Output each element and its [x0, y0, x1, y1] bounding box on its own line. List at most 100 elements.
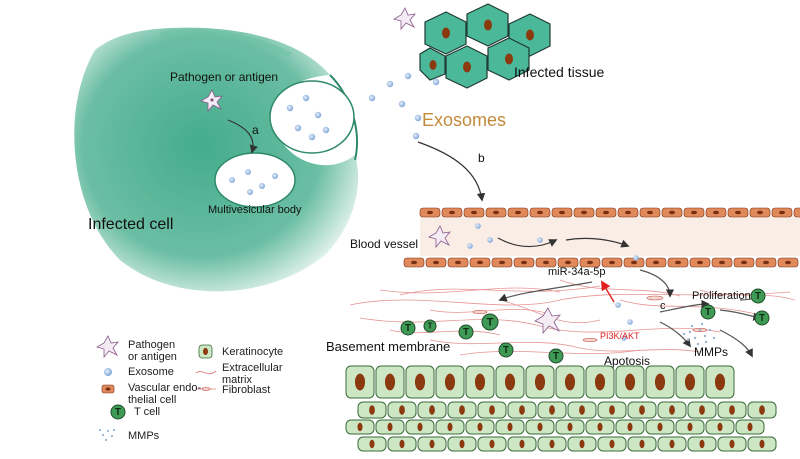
keratinocyte [705, 419, 735, 435]
legend-tcell-label: T cell [134, 406, 161, 418]
keratinocyte [417, 401, 447, 419]
keratinocyte [627, 401, 657, 419]
svg-text:T: T [463, 327, 469, 338]
svg-text:T: T [705, 307, 711, 318]
keratinocyte [435, 419, 465, 435]
keratinocyte [645, 365, 675, 399]
keratinocyte [387, 436, 417, 452]
vascular-endothelial-cell [639, 207, 661, 218]
exocytosis-pocket [269, 80, 355, 154]
keratinocyte [675, 419, 705, 435]
pathogen-label: Pathogen or antigen [170, 70, 279, 84]
svg-text:T: T [487, 317, 494, 329]
t-cell: T [423, 319, 437, 333]
vascular-endothelial-cell [667, 257, 689, 268]
vascular-endothelial-cell [535, 257, 557, 268]
keratinocyte [597, 401, 627, 419]
keratinocyte [525, 419, 555, 435]
legend-exosome-icon [104, 368, 112, 376]
vascular-endothelial-cell [419, 207, 441, 218]
legend-pathogen-line1: Pathogen [128, 339, 176, 351]
vascular-endothelial-cell [793, 207, 800, 218]
legend-fibroblast-label: Fibroblast [222, 384, 271, 396]
keratinocyte [615, 365, 645, 399]
multivesicular-body [214, 152, 296, 208]
keratinocyte [507, 401, 537, 419]
t-cell: T [481, 313, 499, 331]
svg-text:T: T [503, 345, 509, 356]
vascular-endothelial-cell [579, 257, 601, 268]
exosomes-label: Exosomes [422, 110, 507, 130]
vessel-exosomes [467, 223, 639, 261]
keratinocyte [447, 436, 477, 452]
legend-pathogen-line2: or antigen [128, 351, 177, 363]
vascular-endothelial-cell [441, 207, 463, 218]
svg-text:T: T [405, 323, 411, 334]
keratinocyte [705, 365, 735, 399]
infected-cell-label: Infected cell [88, 216, 174, 233]
t-cell: T [458, 324, 474, 340]
t-cell: T [548, 348, 564, 364]
legend-keratinocyte-icon [198, 344, 213, 359]
keratinocyte [357, 401, 387, 419]
proliferation-label: Proliferation [692, 290, 751, 302]
keratinocyte [405, 419, 435, 435]
vascular-endothelial-cell [733, 257, 755, 268]
keratinocyte [585, 365, 615, 399]
svg-text:T: T [755, 291, 761, 302]
t-cell: T [700, 304, 716, 320]
t-cell: T [110, 404, 126, 420]
vascular-endothelial-cell [469, 257, 491, 268]
keratinocyte [657, 401, 687, 419]
keratinocyte [615, 419, 645, 435]
svg-text:T: T [427, 321, 433, 331]
vascular-endothelial-cell [507, 207, 529, 218]
vascular-endothelial-cell [749, 207, 771, 218]
vascular-endothelial-cell [557, 257, 579, 268]
infected-tissue [419, 3, 551, 89]
vascular-endothelial-cell [485, 207, 507, 218]
step-c-label: c [660, 300, 666, 312]
vascular-endothelial-cell [573, 207, 595, 218]
legend-vascular-icon [101, 384, 115, 394]
keratinocyte [675, 365, 705, 399]
pathogen-tissue-icon [392, 7, 416, 31]
keratinocyte [657, 436, 687, 452]
keratinocyte [435, 365, 465, 399]
t-cell: T [750, 288, 766, 304]
mmps-cloud [682, 322, 716, 346]
svg-text:T: T [115, 407, 121, 418]
keratinocyte [687, 401, 717, 419]
legend-mmps-label: MMPs [128, 430, 160, 442]
keratinocyte [525, 365, 555, 399]
svg-text:T: T [553, 351, 559, 362]
vascular-endothelial-cell [491, 257, 513, 268]
legend-pathogen-icon [95, 335, 119, 359]
keratinocyte [747, 401, 777, 419]
blood-vessel-label: Blood vessel [350, 237, 419, 251]
vascular-endothelial-cell [463, 207, 485, 218]
keratinocyte [375, 365, 405, 399]
vascular-endothelial-cell [447, 257, 469, 268]
keratinocyte [495, 419, 525, 435]
vascular-endothelial-cell [403, 257, 425, 268]
pathogen-vessel-icon [427, 225, 451, 249]
keratinocyte [345, 419, 375, 435]
legend-mmps-icon [98, 428, 116, 442]
keratinocyte [405, 365, 435, 399]
keratinocyte [465, 365, 495, 399]
infected-tissue-label: Infected tissue [514, 64, 605, 80]
vascular-endothelial-cell [513, 257, 535, 268]
keratinocyte [555, 365, 585, 399]
keratinocyte [567, 401, 597, 419]
svg-text:T: T [759, 313, 765, 324]
vascular-endothelial-cell [529, 207, 551, 218]
keratinocyte [735, 419, 765, 435]
keratinocyte [417, 436, 447, 452]
legend-ecm-icon [195, 370, 217, 375]
keratinocyte [537, 436, 567, 452]
ecm-exosomes [615, 302, 633, 341]
keratinocyte [585, 419, 615, 435]
